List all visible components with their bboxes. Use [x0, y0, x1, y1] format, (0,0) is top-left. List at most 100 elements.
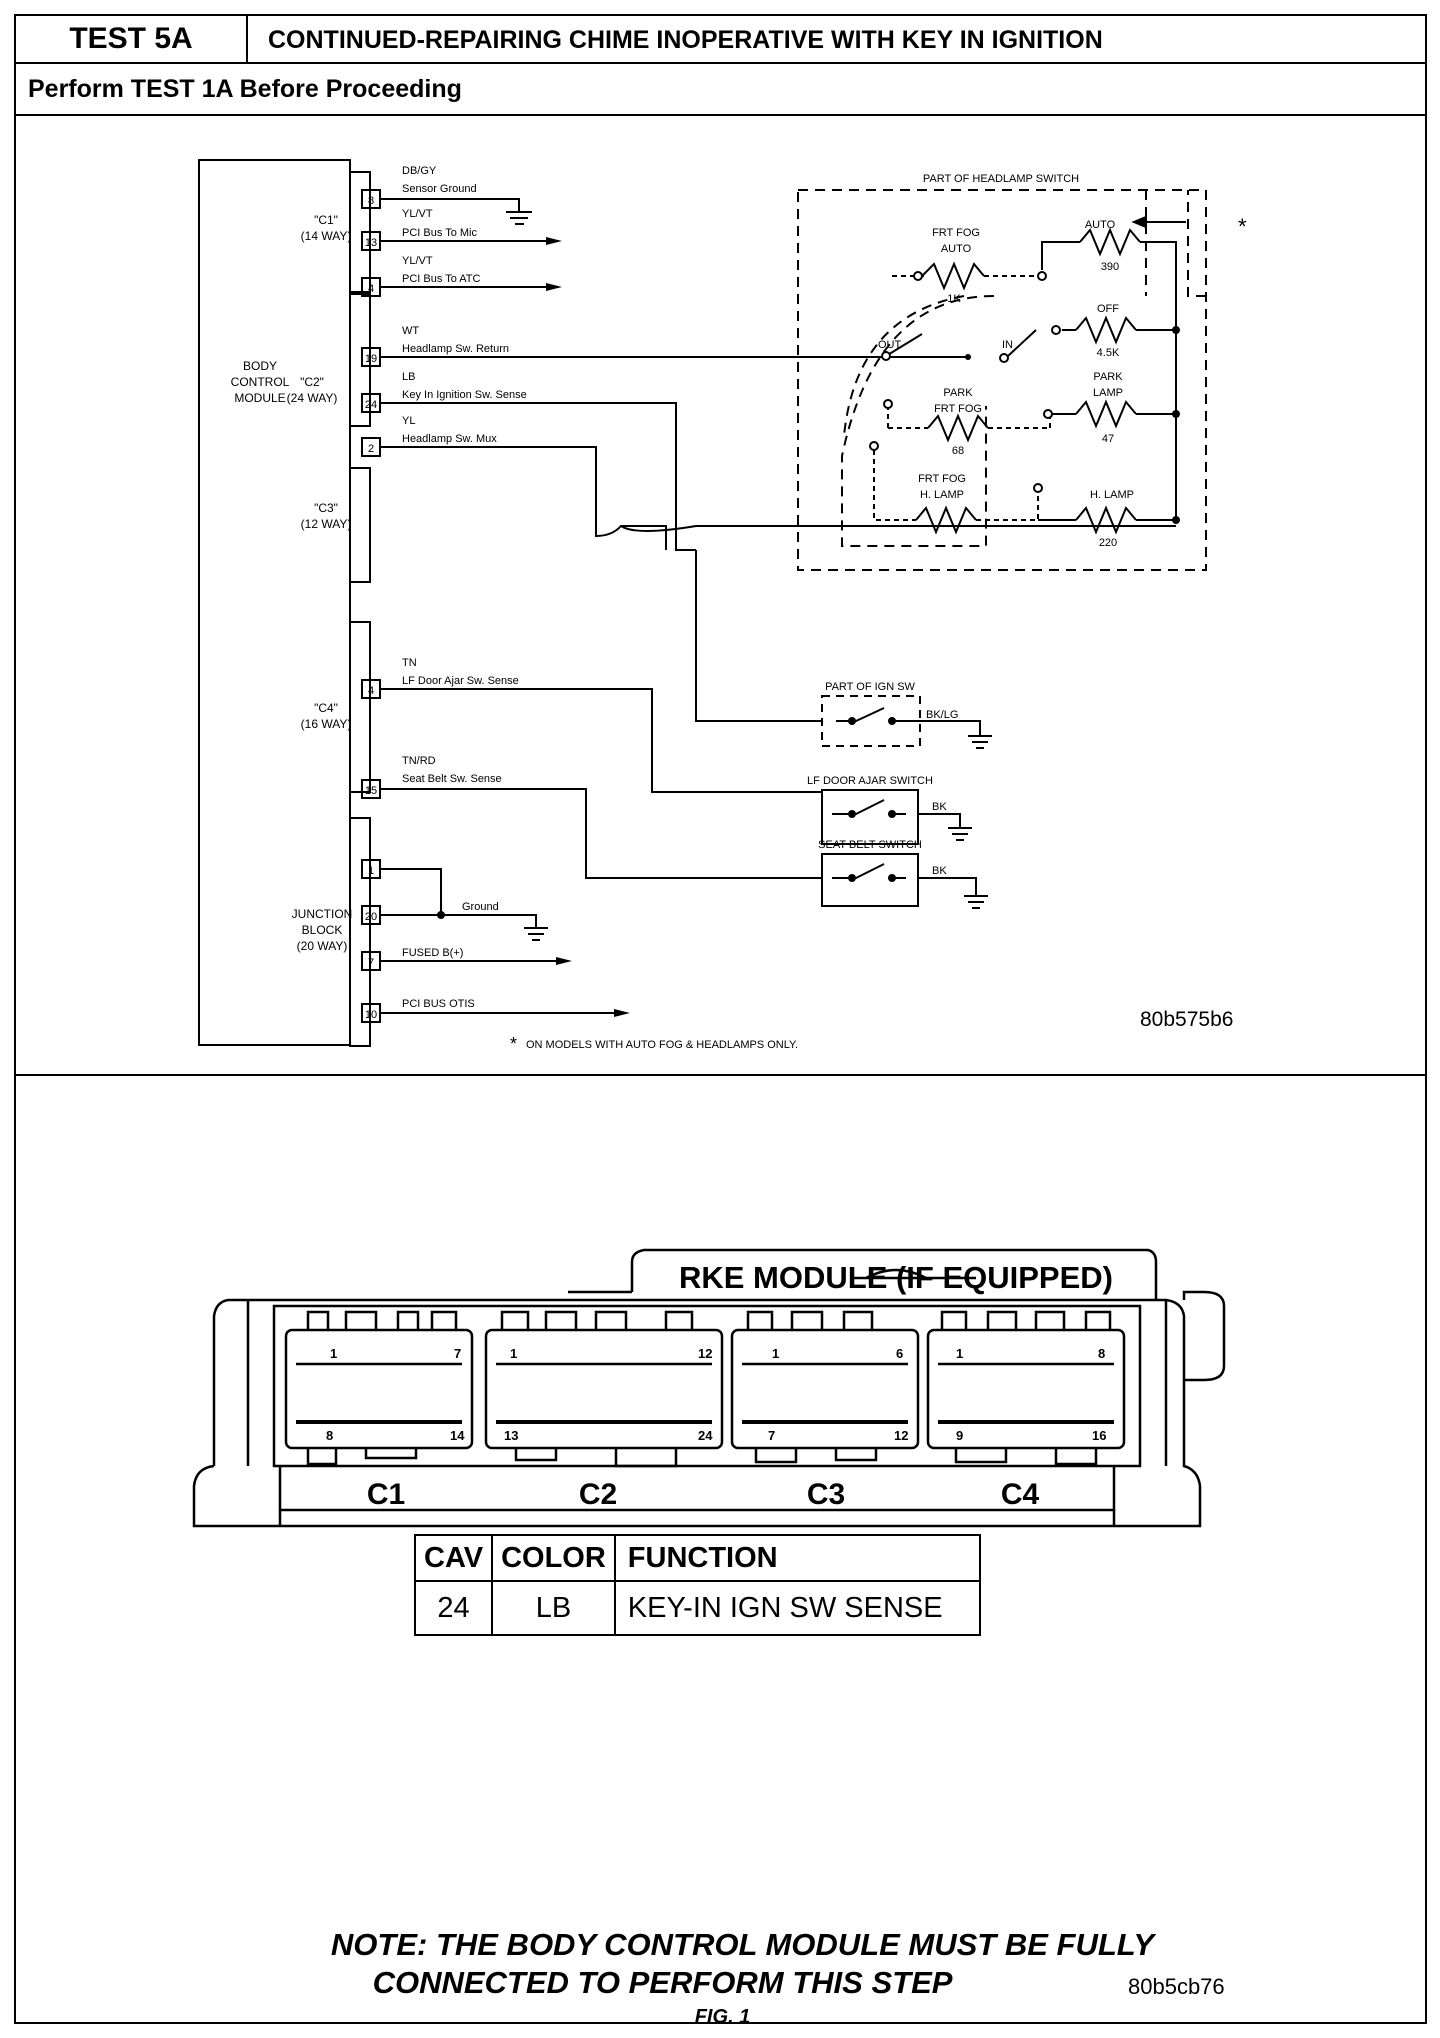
c3-pin-top-right: 6	[896, 1346, 903, 1361]
wire-color-c1-8: DB/GY	[402, 165, 437, 177]
test-title: CONTINUED-REPAIRING CHIME INOPERATIVE WI…	[268, 26, 1103, 54]
ign-switch-title: PART OF IGN SW	[825, 681, 915, 693]
wire-desc-c1-8: Sensor Ground	[402, 183, 477, 195]
prerequisite-row: Perform TEST 1A Before Proceeding	[16, 64, 1425, 116]
pin-c2-2: 2	[368, 443, 374, 455]
r-390-label: 390	[1101, 261, 1119, 273]
r-68-label: 68	[952, 445, 964, 457]
pin-jb-20: 20	[365, 911, 377, 923]
c1-pin-top-left: 1	[330, 1346, 337, 1361]
door-switch-title: LF DOOR AJAR SWITCH	[807, 775, 933, 787]
connector-label-c2: C2	[579, 1478, 617, 1511]
connector-housing-c4	[349, 621, 371, 793]
wire-color-c1-4: YL/VT	[402, 255, 433, 267]
wire-color-c4-15: TN/RD	[402, 755, 436, 767]
connector-c3-name: "C3"	[314, 501, 338, 515]
section-divider	[16, 1074, 1425, 1076]
wire-desc-c2-24: Key In Ignition Sw. Sense	[402, 389, 527, 401]
connector-c2-name: "C2"	[300, 375, 324, 389]
pin-c2-24: 24	[365, 399, 377, 411]
footnote-asterisk: *	[510, 1034, 517, 1054]
wire-desc-jb-20: Ground	[462, 901, 499, 913]
door-switch-wire: BK	[932, 801, 947, 813]
wire-desc-c4-4: LF Door Ajar Sw. Sense	[402, 675, 519, 687]
table-header-color: COLOR	[491, 1534, 616, 1582]
table-header-cav: CAV	[413, 1534, 494, 1582]
c2-pin-top-left: 1	[510, 1346, 517, 1361]
connector-c2-ways: (24 WAY)	[287, 391, 338, 405]
wire-desc-c1-13: PCI Bus To Mic	[402, 227, 477, 239]
connector-c1-name: "C1"	[314, 213, 338, 227]
c2-pin-bottom-left: 13	[504, 1428, 518, 1443]
wire-desc-jb-7: FUSED B(+)	[402, 947, 463, 959]
pin-jb-1: 1	[368, 865, 374, 877]
table-cell-color: LB	[491, 1580, 616, 1636]
wire-color-c2-2: YL	[402, 415, 415, 427]
c4-pin-top-left: 1	[956, 1346, 963, 1361]
connector-c4-name: "C4"	[314, 701, 338, 715]
frt-fog-auto-line-2: AUTO	[941, 243, 972, 255]
c3-pin-top-left: 1	[772, 1346, 779, 1361]
r-1k-label: 1K	[947, 293, 961, 305]
wire-color-c4-4: TN	[402, 657, 417, 669]
c3-pin-bottom-left: 7	[768, 1428, 775, 1443]
pin-jb-7: 7	[368, 957, 374, 969]
pin-c4-4: 4	[368, 685, 374, 697]
wire-color-c2-19: WT	[402, 325, 419, 337]
connector-c4-ways: (16 WAY)	[301, 717, 352, 731]
test-id: TEST 5A	[16, 16, 248, 62]
r-47-label: 47	[1102, 433, 1114, 445]
junction-block-line-2: BLOCK	[302, 923, 343, 937]
junction-block-line-3: (20 WAY)	[297, 939, 348, 953]
wire-color-c2-24: LB	[402, 371, 415, 383]
wire-desc-c2-19: Headlamp Sw. Return	[402, 343, 509, 355]
pin-c1-13: 13	[365, 237, 377, 249]
page-frame: TEST 5A CONTINUED-REPAIRING CHIME INOPER…	[14, 14, 1427, 2028]
connector-label-c3: C3	[807, 1478, 845, 1511]
headlamp-switch-title: PART OF HEADLAMP SWITCH	[923, 173, 1079, 185]
note-line-1: NOTE: THE BODY CONTROL MODULE MUST BE FU…	[330, 1927, 1155, 1962]
prerequisite-text: Perform TEST 1A Before Proceeding	[28, 75, 462, 103]
table-cell-cav: 24	[413, 1580, 494, 1636]
c2-pin-top-right: 12	[698, 1346, 712, 1361]
wire-desc-jb-10: PCI BUS OTIS	[402, 998, 475, 1010]
module-label-line-3: MODULE	[234, 391, 285, 405]
table-row: 24 LB KEY-IN IGN SW SENSE	[413, 1580, 981, 1636]
pin-c1-8: 8	[368, 195, 374, 207]
bcm-body	[198, 159, 351, 1046]
seat-switch-title: SEAT BELT SWITCH	[818, 839, 922, 851]
off-label: OFF	[1097, 303, 1119, 315]
wire-desc-c4-15: Seat Belt Sw. Sense	[402, 773, 502, 785]
module-label-line-2: CONTROL	[231, 375, 290, 389]
c1-pin-top-right: 7	[454, 1346, 461, 1361]
pin-c1-4: 4	[368, 283, 374, 295]
c4-pin-top-right: 8	[1098, 1346, 1105, 1361]
module-label-line-1: BODY	[243, 359, 277, 373]
note-figure-code: 80b5cb76	[1128, 1974, 1225, 1999]
cavity-table: CAV COLOR FUNCTION 24 LB KEY-IN IGN SW S…	[413, 1534, 981, 1636]
wire-desc-c1-4: PCI Bus To ATC	[402, 273, 481, 285]
connector-housing-jb	[349, 817, 371, 1047]
header-row: TEST 5A CONTINUED-REPAIRING CHIME INOPER…	[16, 16, 1425, 64]
auto-label: AUTO	[1085, 219, 1116, 231]
park-frt-fog-line-2: FRT FOG	[934, 403, 982, 415]
c2-pin-bottom-right: 24	[698, 1428, 713, 1443]
c3-pin-bottom-right: 12	[894, 1428, 908, 1443]
frt-fog-h-lamp-line-2: H. LAMP	[920, 489, 964, 501]
connector-label-c4: C4	[1001, 1478, 1040, 1511]
ign-switch-wire: BK/LG	[926, 709, 958, 721]
figure-caption: FIG. 1	[694, 2006, 751, 2028]
park-frt-fog-line-1: PARK	[943, 387, 973, 399]
wire-desc-c2-2: Headlamp Sw. Mux	[402, 433, 497, 445]
seat-switch-wire: BK	[932, 865, 947, 877]
r-4-5k-label: 4.5K	[1097, 347, 1120, 359]
frt-fog-h-lamp-line-1: FRT FOG	[918, 473, 966, 485]
wiring-schematic: BODY CONTROL MODULE "C1" (14 WAY) "C2" (…	[198, 159, 1247, 1054]
pin-jb-10: 10	[365, 1009, 377, 1021]
note-line-2: CONNECTED TO PERFORM THIS STEP	[372, 1965, 953, 2000]
c1-pin-bottom-left: 8	[326, 1428, 333, 1443]
junction-block-line-1: JUNCTION	[292, 907, 353, 921]
footnote-text: ON MODELS WITH AUTO FOG & HEADLAMPS ONLY…	[526, 1039, 798, 1051]
park-lamp-line-2: LAMP	[1093, 387, 1123, 399]
headlamp-asterisk: *	[1238, 214, 1247, 239]
